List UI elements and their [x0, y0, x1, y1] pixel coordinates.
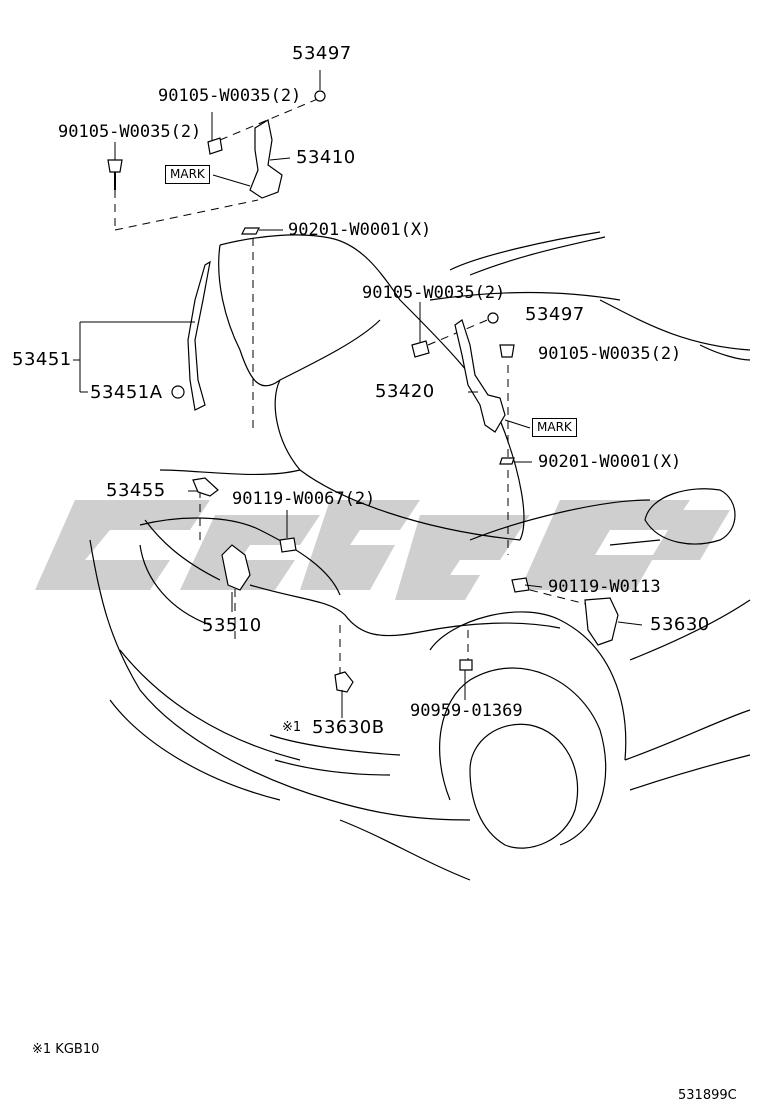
release-cable [249, 584, 561, 637]
label-53451A: 53451A [90, 382, 163, 403]
washer-left [241, 227, 260, 235]
cable-clip-53630B [334, 671, 354, 693]
release-lever-53630 [584, 597, 619, 646]
diagram-id: 531899C [678, 1088, 737, 1103]
footnote: ※1 KGB10 [32, 1042, 100, 1057]
label-53455: 53455 [106, 480, 166, 501]
label-release-bolt: 90119-W0113 [548, 577, 661, 597]
bolt-mid [411, 340, 430, 358]
clamp-90959 [459, 659, 473, 671]
nut-53497-top [314, 90, 326, 102]
label-53451: 53451 [12, 349, 72, 370]
label-clamp: 90959-01369 [410, 701, 523, 721]
hinge-53410 [249, 119, 283, 199]
label-lock-bolt: 90119-W0067(2) [232, 489, 376, 509]
bolt-top-right [207, 137, 223, 155]
note-mark-1: ※1 [282, 720, 302, 735]
label-bolt-mid: 90105-W0035(2) [362, 283, 506, 303]
mark-box-left: MARK [165, 165, 210, 184]
parts [107, 90, 619, 693]
label-53420: 53420 [375, 381, 435, 402]
car-outline [89, 231, 751, 881]
label-53630B: 53630B [312, 717, 385, 738]
label-53497-mid: 53497 [525, 304, 585, 325]
stay-clip-53451A [171, 385, 185, 399]
bumper-53455 [192, 477, 219, 497]
release-bolt [511, 577, 530, 593]
label-bolt-mid-right: 90105-W0035(2) [538, 344, 682, 364]
label-bolt-top-left: 90105-W0035(2) [58, 122, 202, 142]
lock-53510 [221, 544, 251, 591]
stay-rod-53451 [187, 260, 211, 411]
bolt-top-left [107, 159, 123, 173]
label-washer-right: 90201-W0001(X) [538, 452, 682, 472]
bolt-mid-right [499, 344, 515, 358]
watermark-logo [35, 500, 730, 600]
leader-lines [114, 97, 591, 680]
washer-right [499, 457, 515, 465]
label-washer-left: 90201-W0001(X) [288, 220, 432, 240]
label-bolt-top-right: 90105-W0035(2) [158, 86, 302, 106]
label-53410: 53410 [296, 147, 356, 168]
label-53497-top: 53497 [292, 43, 352, 64]
callout-lines [73, 70, 643, 718]
label-53510: 53510 [202, 615, 262, 636]
label-53630: 53630 [650, 614, 710, 635]
nut-53497-mid [487, 312, 499, 324]
hinge-53420 [454, 319, 506, 433]
mark-box-right: MARK [532, 418, 577, 437]
lock-bolt [279, 537, 297, 553]
